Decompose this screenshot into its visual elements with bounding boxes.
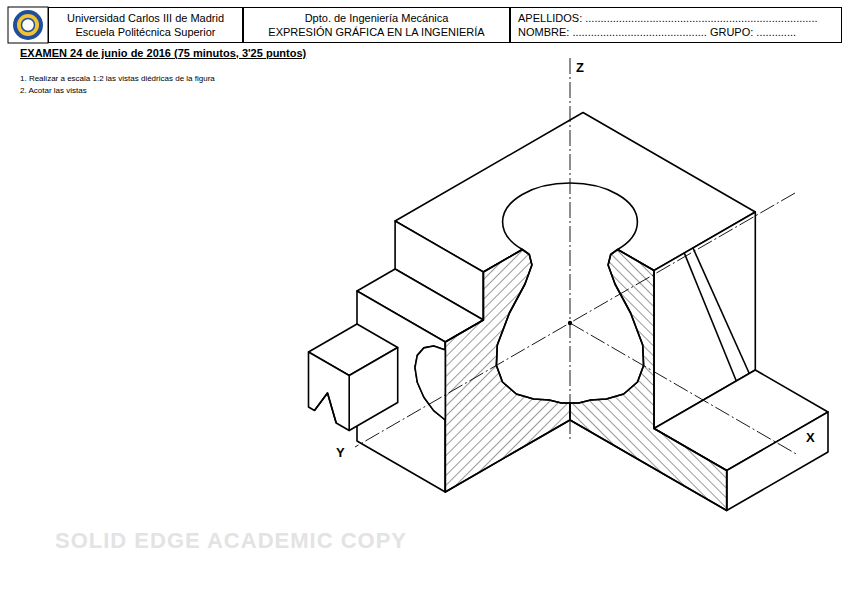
header-cell: APELLIDOS: .............................… [510,7,842,43]
header-text-run: NOMBRE: ................................… [518,26,796,38]
header-text: Escuela Politécnica Superior [54,25,237,39]
origin-dot [568,321,572,325]
header-text-run: Escuela Politécnica Superior [75,26,215,38]
header-text-run: Universidad Carlos III de Madrid [67,12,224,24]
base-side [727,412,828,511]
header-text-run: EXPRESIÓN GRÁFICA EN LA INGENIERÍA [268,26,484,38]
tab-front [309,352,350,431]
header-text: APELLIDOS: .............................… [518,11,834,25]
instruction-text: 1. Realizar a escala 1:2 las vistas diéd… [20,74,215,83]
logo-cell [8,7,48,43]
v-groove [315,393,337,423]
z-axis [570,58,571,440]
inclined-edge [684,253,736,381]
axis-label: Z [576,61,584,76]
logo-core [22,19,35,32]
header-text-run: Dpto. de Ingeniería Mecánica [305,12,449,24]
header-cell: Dpto. de Ingeniería MecánicaEXPRESIÓN GR… [243,7,510,43]
header-text: Dpto. de Ingeniería Mecánica [249,11,504,25]
header-text-run: APELLIDOS: .............................… [518,12,818,24]
y-axis [355,193,795,447]
x-axis [570,323,798,455]
axis-label: Y [336,446,345,461]
inclined-edge [693,248,749,374]
logo-ring [17,14,39,36]
logo-ring [13,10,43,40]
hatch-right [570,250,727,511]
exam-title: EXAMEN 24 de junio de 2016 (75 minutos, … [20,47,306,59]
isometric-part [309,113,829,511]
tab-side [349,348,398,431]
section-left [445,250,570,493]
watermark: SOLID EDGE ACADEMIC COPY [55,528,407,553]
axis-label: X [806,431,815,446]
header-text: EXPRESIÓN GRÁFICA EN LA INGENIERÍA [249,25,504,39]
half-hole [415,346,445,420]
header-text: Universidad Carlos III de Madrid [54,11,237,25]
instruction-text: 2. Acotar las vistas [20,86,87,95]
header-cell: Universidad Carlos III de MadridEscuela … [48,7,243,43]
hatch-left [445,250,570,493]
axes [355,58,798,455]
half-hole [415,346,445,420]
section-right [570,250,727,511]
header-text: NOMBRE: ................................… [518,25,834,39]
